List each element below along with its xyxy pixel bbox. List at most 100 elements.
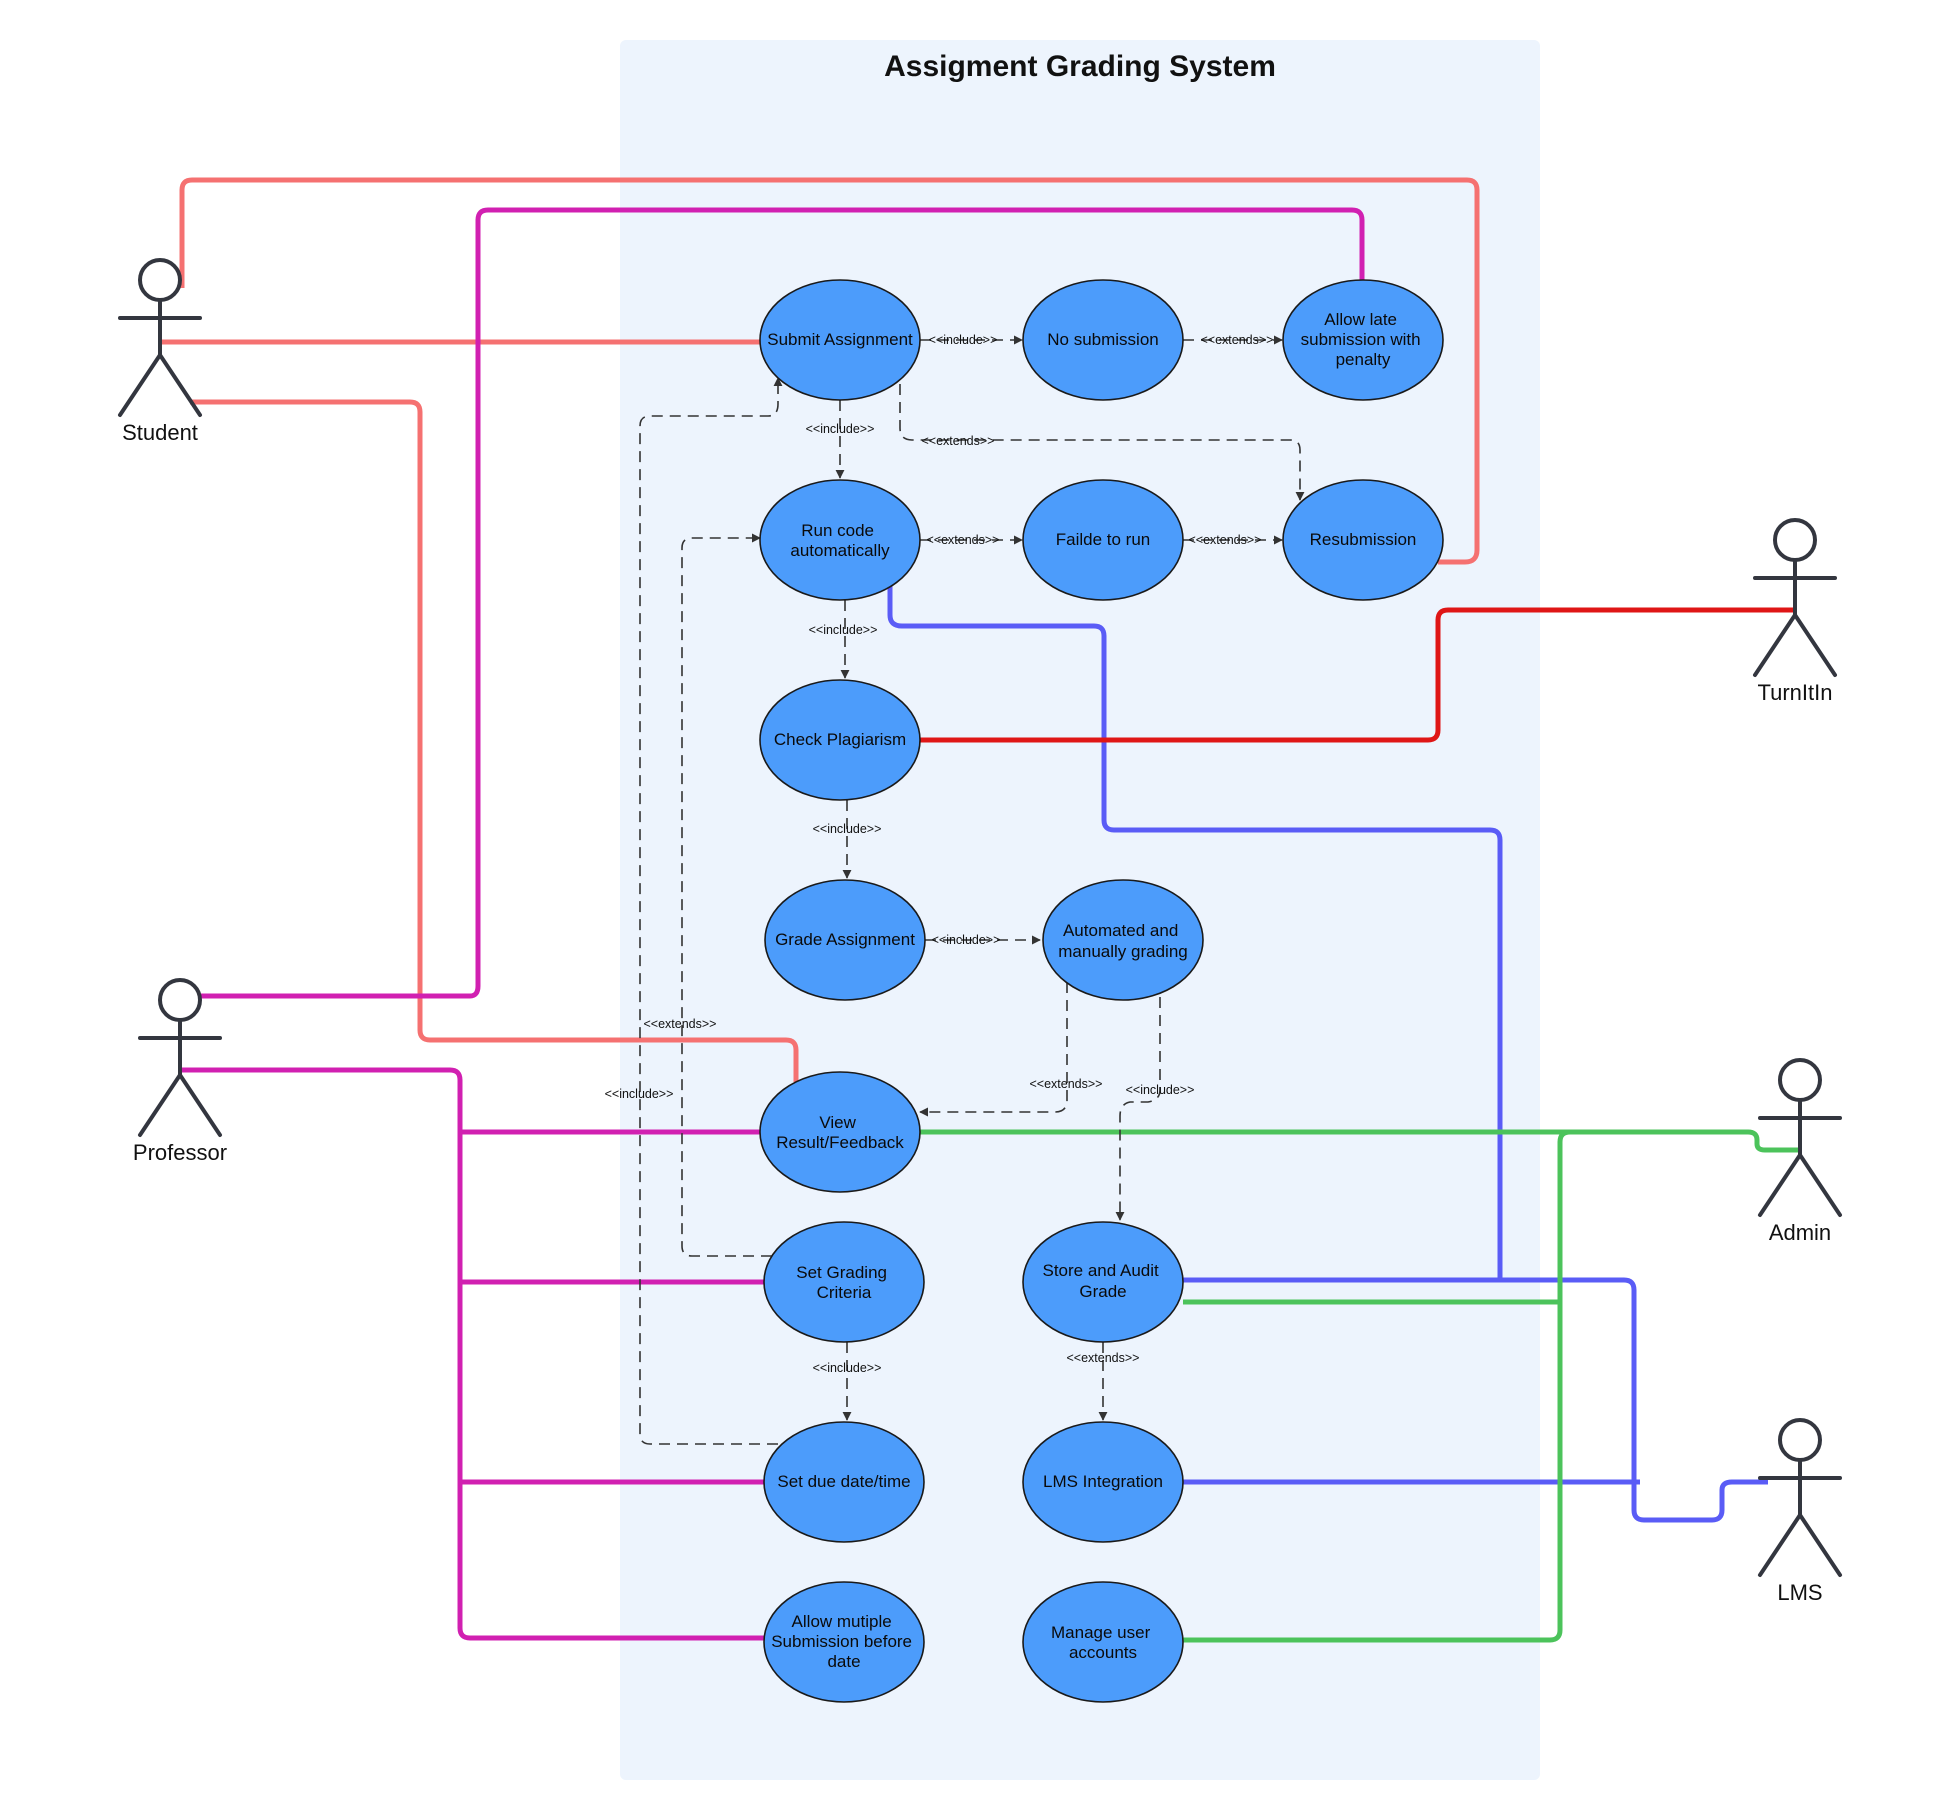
svg-text:Set Grading Criteria: Set Grading Criteria bbox=[796, 1263, 891, 1302]
assoc-runcode-store bbox=[887, 585, 1503, 1280]
actor-turnitin[interactable]: TurnItIn bbox=[1753, 518, 1837, 705]
rel-automanual-view bbox=[919, 982, 1068, 1117]
assoc-store-lms bbox=[1183, 1277, 1768, 1523]
use-case-label: Submission before bbox=[771, 1632, 912, 1651]
use-case-label: Set Grading bbox=[796, 1263, 887, 1282]
label-include-runcode: <<include>> bbox=[806, 422, 875, 436]
relationships bbox=[639, 335, 1305, 1445]
rel-submit-resubmission bbox=[899, 384, 1305, 501]
svg-text:Allow mutiple Submissi: Allow mutiple Submission before date bbox=[771, 1612, 917, 1671]
use-case-failed-to-run[interactable]: Failde to run bbox=[1022, 479, 1184, 601]
use-case-run-code[interactable]: Run code automatically bbox=[759, 479, 921, 601]
use-case-label: Result/Feedback bbox=[776, 1133, 904, 1152]
use-case-label: Grade bbox=[1079, 1282, 1126, 1301]
use-case-set-grading-criteria[interactable]: Set Grading Criteria bbox=[763, 1221, 925, 1343]
label-extends-resubmission-2: <<extends>> bbox=[1189, 533, 1262, 547]
label-include-nosubmission: <<include>> bbox=[929, 333, 998, 347]
use-case-label: Submit Assignment bbox=[767, 330, 913, 349]
stick-figure-icon bbox=[138, 978, 222, 1137]
associations bbox=[160, 177, 1800, 1643]
use-case-no-submission[interactable]: No submission bbox=[1022, 279, 1184, 401]
use-case-label: View bbox=[819, 1113, 856, 1132]
use-case-lms-integration[interactable]: LMS Integration bbox=[1022, 1421, 1184, 1543]
assoc-student-resubmission bbox=[179, 177, 1480, 565]
svg-text:Allow late submission: Allow late submission with penalty bbox=[1301, 310, 1426, 369]
use-case-automated-manual-grading[interactable]: Automated and manually grading bbox=[1042, 879, 1204, 1001]
assoc-professor-trunk bbox=[182, 1067, 764, 1641]
use-case-allow-late-submission[interactable]: Allow late submission with penalty bbox=[1282, 279, 1444, 401]
use-case-label: Allow mutiple bbox=[792, 1612, 892, 1631]
stick-figure-icon bbox=[118, 258, 202, 417]
use-case-submit-assignment[interactable]: Submit Assignment bbox=[759, 279, 921, 401]
actor-student[interactable]: Student bbox=[118, 258, 202, 445]
label-extends-view: <<extends>> bbox=[1030, 1077, 1103, 1091]
use-case-label: No submission bbox=[1047, 330, 1159, 349]
svg-text:Resubmission: Resubmission bbox=[1310, 530, 1417, 549]
use-case-label: Store and Audit bbox=[1043, 1261, 1160, 1280]
use-cases: Submit Assignment No submission Allow la… bbox=[759, 279, 1444, 1703]
use-case-allow-multiple-submission[interactable]: Allow mutiple Submission before date bbox=[763, 1581, 925, 1703]
rel-due-submit bbox=[639, 377, 783, 1445]
label-include-store: <<include>> bbox=[1126, 1083, 1195, 1097]
label-include-due: <<include>> bbox=[605, 1087, 674, 1101]
use-case-check-plagiarism[interactable]: Check Plagiarism bbox=[759, 679, 921, 801]
use-case-label: Automated and bbox=[1063, 921, 1178, 940]
actor-professor[interactable]: Professor bbox=[133, 978, 227, 1165]
use-case-label: submission with bbox=[1301, 330, 1421, 349]
use-case-label: Allow late bbox=[1324, 310, 1397, 329]
use-case-label: date bbox=[827, 1652, 860, 1671]
svg-text:Failde to run: Failde to run bbox=[1056, 530, 1151, 549]
label-include-plagiarism: <<include>> bbox=[809, 623, 878, 637]
label-extends-criteria: <<extends>> bbox=[644, 1017, 717, 1031]
svg-text:Check Plagiarism: Check Plagiarism bbox=[774, 730, 906, 749]
svg-text:LMS Integration: LMS Integration bbox=[1043, 1472, 1163, 1491]
svg-text:View Result/Feedback: View Result/Feedback bbox=[776, 1113, 904, 1152]
stick-figure-icon bbox=[1758, 1058, 1842, 1217]
use-case-view-result[interactable]: View Result/Feedback bbox=[759, 1071, 921, 1193]
use-case-store-audit-grade[interactable]: Store and Audit Grade bbox=[1022, 1221, 1184, 1343]
use-case-label: Criteria bbox=[817, 1283, 872, 1302]
actor-label: LMS bbox=[1777, 1580, 1822, 1605]
relationship-labels: <<include>> <<extends>> <<include>> <<ex… bbox=[605, 333, 1274, 1375]
label-include-grade: <<include>> bbox=[813, 822, 882, 836]
svg-text:Manage user accounts: Manage user accounts bbox=[1051, 1623, 1155, 1662]
assoc-plagiarism-turnitin bbox=[920, 607, 1795, 743]
svg-text:No submission: No submission bbox=[1047, 330, 1159, 349]
rel-automanual-store bbox=[1115, 997, 1161, 1221]
actor-admin[interactable]: Admin bbox=[1758, 1058, 1842, 1245]
use-case-label: Failde to run bbox=[1056, 530, 1151, 549]
assoc-view-admin bbox=[920, 1129, 1800, 1153]
actor-label: Student bbox=[122, 420, 198, 445]
stick-figure-icon bbox=[1753, 518, 1837, 677]
use-case-grade-assignment[interactable]: Grade Assignment bbox=[764, 879, 926, 1001]
assoc-student-view bbox=[190, 399, 799, 1082]
use-case-label: automatically bbox=[790, 541, 890, 560]
svg-text:Set due date/time: Set due date/time bbox=[777, 1472, 910, 1491]
svg-text:Grade Assignment: Grade Assignment bbox=[775, 930, 915, 949]
use-case-label: accounts bbox=[1069, 1643, 1137, 1662]
svg-text:Run code automatically: Run code automatically bbox=[790, 521, 890, 560]
label-extends-allowlate: <<extends>> bbox=[1201, 333, 1274, 347]
actor-lms[interactable]: LMS bbox=[1758, 1418, 1842, 1605]
use-case-label: Resubmission bbox=[1310, 530, 1417, 549]
use-case-label: manually grading bbox=[1058, 942, 1187, 961]
use-case-manage-user-accounts[interactable]: Manage user accounts bbox=[1022, 1581, 1184, 1703]
label-include-setdue: <<include>> bbox=[813, 1361, 882, 1375]
label-extends-resubmission: <<extends>> bbox=[922, 434, 995, 448]
assoc-admin-trunk bbox=[1183, 1129, 1748, 1643]
label-include-automanual: <<include>> bbox=[932, 933, 1001, 947]
label-extends-lms: <<extends>> bbox=[1067, 1351, 1140, 1365]
use-case-label: Manage user bbox=[1051, 1623, 1151, 1642]
use-case-label: Set due date/time bbox=[777, 1472, 910, 1491]
svg-text:Store and Audit Grade: Store and Audit Grade bbox=[1043, 1261, 1164, 1301]
actor-label: Admin bbox=[1769, 1220, 1831, 1245]
use-case-label: penalty bbox=[1336, 350, 1391, 369]
use-case-label: Grade Assignment bbox=[775, 930, 915, 949]
use-case-resubmission[interactable]: Resubmission bbox=[1282, 479, 1444, 601]
actor-label: Professor bbox=[133, 1140, 227, 1165]
stick-figure-icon bbox=[1758, 1418, 1842, 1577]
use-case-set-due-date[interactable]: Set due date/time bbox=[763, 1421, 925, 1543]
use-case-label: LMS Integration bbox=[1043, 1472, 1163, 1491]
use-case-label: Check Plagiarism bbox=[774, 730, 906, 749]
